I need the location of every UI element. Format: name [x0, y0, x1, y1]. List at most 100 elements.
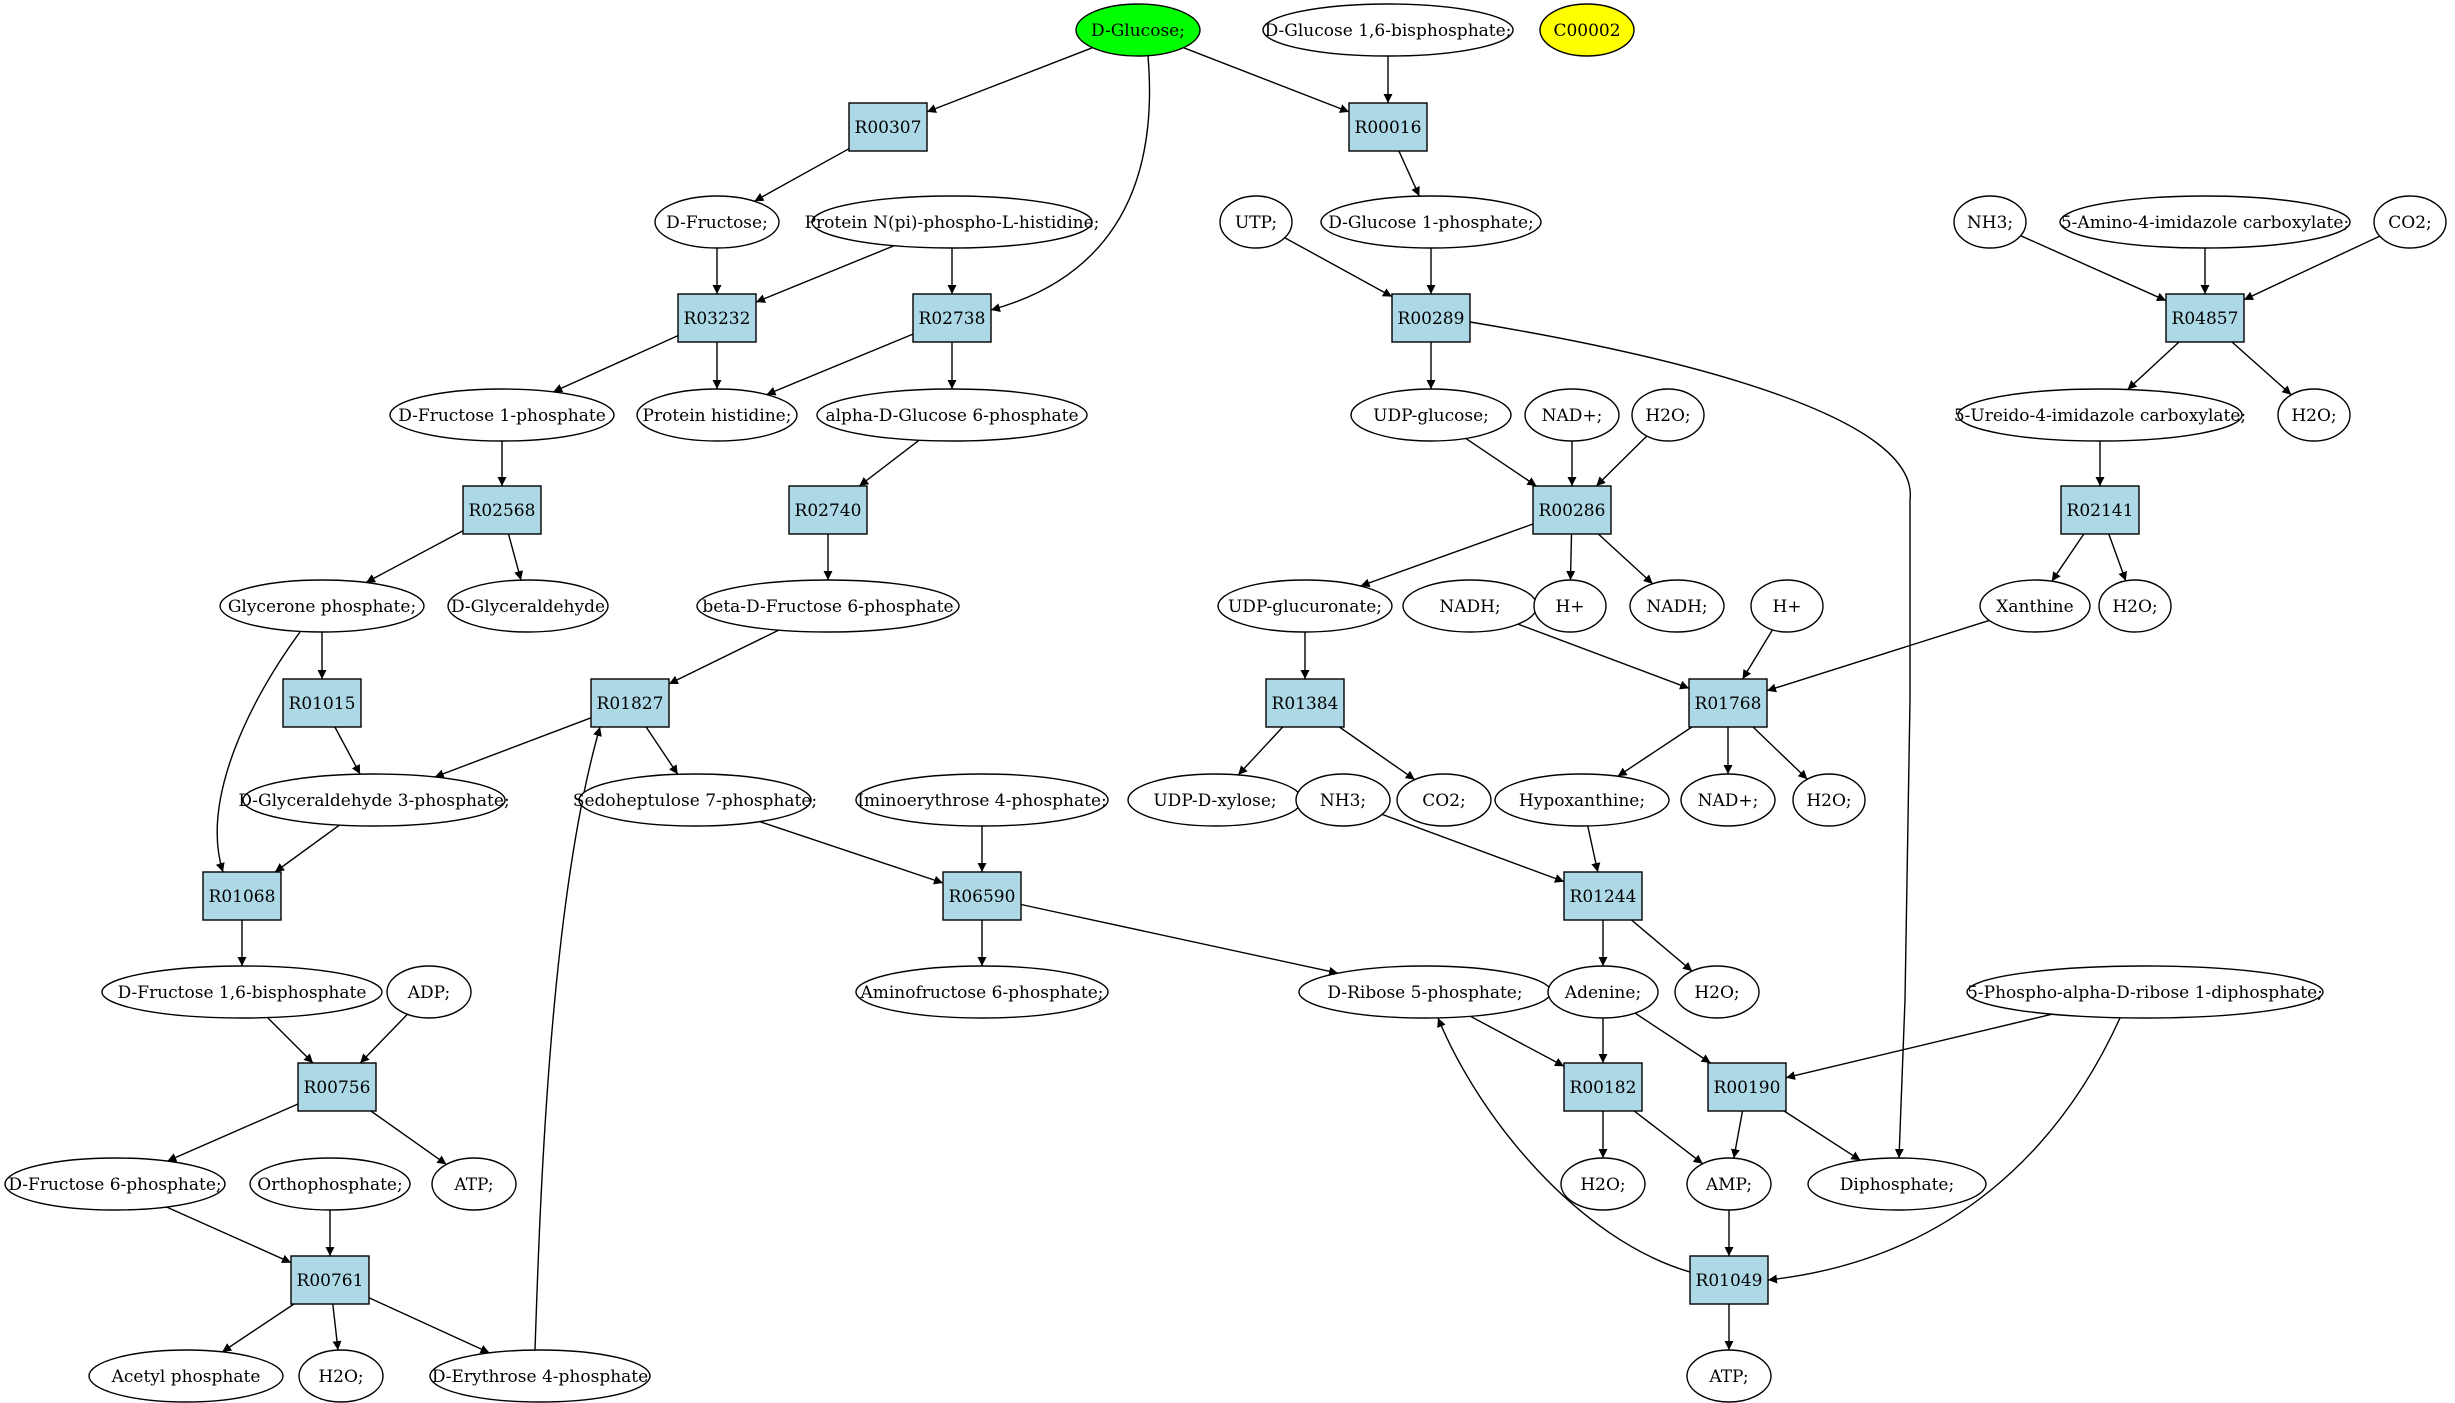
reaction-node[interactable]: R00761 [290, 1255, 370, 1305]
reaction-node[interactable]: R01384 [1265, 678, 1345, 728]
compound-ellipse [1686, 1349, 1772, 1403]
reaction-node[interactable]: R01244 [1563, 871, 1643, 921]
compound-node[interactable]: Protein histidine; [636, 388, 798, 442]
compound-label: H2O; [2291, 406, 2336, 426]
compound-label: Aminofructose 6-phosphate; [859, 983, 1103, 1003]
compound-node[interactable]: Xanthine [1979, 579, 2091, 633]
compound-node[interactable]: ADP; [386, 965, 472, 1019]
compound-node[interactable]: NADH; [1629, 579, 1725, 633]
reaction-node[interactable]: R01015 [282, 678, 362, 728]
reaction-node[interactable]: R02740 [788, 485, 868, 535]
edge-r21-to-c52 [332, 1303, 342, 1351]
compound-node[interactable]: H2O; [1792, 773, 1866, 827]
compound-node[interactable]: D-Fructose 6-phosphate; [4, 1157, 226, 1211]
edge-c45-to-r21 [166, 1206, 292, 1264]
compound-node[interactable]: NADH; [1402, 579, 1538, 633]
compound-node[interactable]: H+ [1533, 579, 1607, 633]
compound-node[interactable]: 5-Phospho-alpha-D-ribose 1-diphosphate; [1966, 965, 2324, 1019]
compound-label: Adenine; [1564, 983, 1641, 1003]
edge-r21-to-c51 [221, 1303, 295, 1353]
compound-node[interactable]: UDP-glucose; [1350, 388, 1512, 442]
compound-label: Hypoxanthine; [1519, 791, 1645, 811]
compound-node[interactable]: CO2; [2373, 195, 2447, 249]
compound-node[interactable]: NH3; [1953, 195, 2027, 249]
compound-node[interactable]: Sedoheptulose 7-phosphate; [573, 773, 817, 827]
compound-node[interactable]: NH3; [1295, 773, 1391, 827]
compound-node[interactable]: D-Glucose; [1075, 3, 1201, 57]
edge-c19-to-r15 [215, 631, 301, 873]
compound-node[interactable]: NAD+; [1524, 388, 1620, 442]
compound-node[interactable]: H2O; [1560, 1157, 1646, 1211]
edge-c35-to-r17 [1587, 825, 1601, 873]
edge-r5-to-c50 [1469, 321, 1911, 1159]
compound-node[interactable]: Aminofructose 6-phosphate; [855, 965, 1109, 1019]
compound-node[interactable]: AMP; [1686, 1157, 1772, 1211]
compound-node[interactable]: D-Ribose 5-phosphate; [1298, 965, 1552, 1019]
compound-node[interactable]: H2O; [1674, 965, 1760, 1019]
reaction-node[interactable]: R00016 [1348, 102, 1428, 152]
reaction-node[interactable]: R03232 [677, 293, 757, 343]
edge-c26-to-r14 [1742, 629, 1774, 680]
compound-node[interactable]: H+ [1750, 579, 1824, 633]
reaction-box [1563, 1062, 1643, 1112]
compound-node[interactable]: D-Glyceraldehyde [447, 579, 609, 633]
compound-node[interactable]: 5-Ureido-4-imidazole carboxylate; [1954, 388, 2246, 442]
compound-label: ATP; [1708, 1367, 1748, 1387]
compound-node[interactable]: Glycerone phosphate; [219, 579, 425, 633]
reaction-node[interactable]: R00182 [1563, 1062, 1643, 1112]
compound-node[interactable]: D-Glucose 1,6-bisphosphate; [1262, 3, 1514, 57]
compound-node[interactable]: D-Fructose; [654, 195, 780, 249]
compound-node[interactable]: D-Fructose 1-phosphate [389, 388, 615, 442]
reaction-node[interactable]: R00289 [1391, 293, 1471, 343]
compound-node[interactable]: alpha-D-Glucose 6-phosphate [816, 388, 1088, 442]
compound-node[interactable]: Orthophosphate; [249, 1157, 411, 1211]
reaction-box [942, 871, 1022, 921]
compound-node[interactable]: 5-Amino-4-imidazole carboxylate; [2059, 195, 2351, 249]
compound-label: ATP; [453, 1175, 493, 1195]
compound-node[interactable]: H2O; [2098, 579, 2172, 633]
compound-ellipse [2098, 579, 2172, 633]
reaction-node[interactable]: R01768 [1688, 678, 1768, 728]
compound-node[interactable]: Acetyl phosphate [88, 1349, 284, 1403]
compound-node[interactable]: NAD+; [1680, 773, 1776, 827]
compound-node[interactable]: H2O; [298, 1349, 384, 1403]
compound-node[interactable]: CO2; [1396, 773, 1492, 827]
reaction-node[interactable]: R00307 [848, 102, 928, 152]
compound-node[interactable]: UDP-D-xylose; [1127, 773, 1303, 827]
reaction-node[interactable]: R01827 [590, 678, 670, 728]
compound-node[interactable]: H2O; [2277, 388, 2351, 442]
compound-node[interactable]: Diphosphate; [1807, 1157, 1987, 1211]
reaction-node[interactable]: R02568 [462, 485, 542, 535]
reaction-node[interactable]: R01068 [202, 871, 282, 921]
compound-ellipse [1966, 965, 2324, 1019]
compound-node[interactable]: Iminoerythrose 4-phosphate; [855, 773, 1109, 827]
edges-layer [166, 47, 2381, 1354]
reaction-node[interactable]: R00190 [1707, 1062, 1787, 1112]
compound-node[interactable]: UTP; [1219, 195, 1293, 249]
compound-node[interactable]: Hypoxanthine; [1494, 773, 1670, 827]
compound-node[interactable]: D-Glucose 1-phosphate; [1320, 195, 1542, 249]
compound-node[interactable]: C00002 [1539, 3, 1635, 57]
compound-ellipse [1524, 388, 1620, 442]
compound-node[interactable]: ATP; [1686, 1349, 1772, 1403]
compound-node[interactable]: UDP-glucuronate; [1217, 579, 1393, 633]
reaction-label: R03232 [684, 309, 751, 329]
compound-node[interactable]: D-Fructose 1,6-bisphosphate [101, 965, 383, 1019]
compound-node[interactable]: Protein N(pi)-phospho-L-histidine; [805, 195, 1100, 249]
reaction-node[interactable]: R04857 [2165, 293, 2245, 343]
reaction-node[interactable]: R00286 [1532, 485, 1612, 535]
compound-node[interactable]: D-Erythrose 4-phosphate [429, 1349, 651, 1403]
compound-node[interactable]: H2O; [1631, 388, 1705, 442]
compound-node[interactable]: beta-D-Fructose 6-phosphate [696, 579, 960, 633]
reaction-node[interactable]: R02738 [912, 293, 992, 343]
compound-node[interactable]: ATP; [431, 1157, 517, 1211]
reaction-box [1532, 485, 1612, 535]
compound-ellipse [1350, 388, 1512, 442]
compound-label: Protein N(pi)-phospho-L-histidine; [805, 213, 1100, 233]
compound-node[interactable]: Adenine; [1547, 965, 1659, 1019]
reaction-node[interactable]: R06590 [942, 871, 1022, 921]
reaction-node[interactable]: R00756 [297, 1062, 377, 1112]
reaction-node[interactable]: R02141 [2060, 485, 2140, 535]
compound-node[interactable]: D-Glyceraldehyde 3-phosphate; [238, 773, 510, 827]
reaction-node[interactable]: R01049 [1689, 1255, 1769, 1305]
